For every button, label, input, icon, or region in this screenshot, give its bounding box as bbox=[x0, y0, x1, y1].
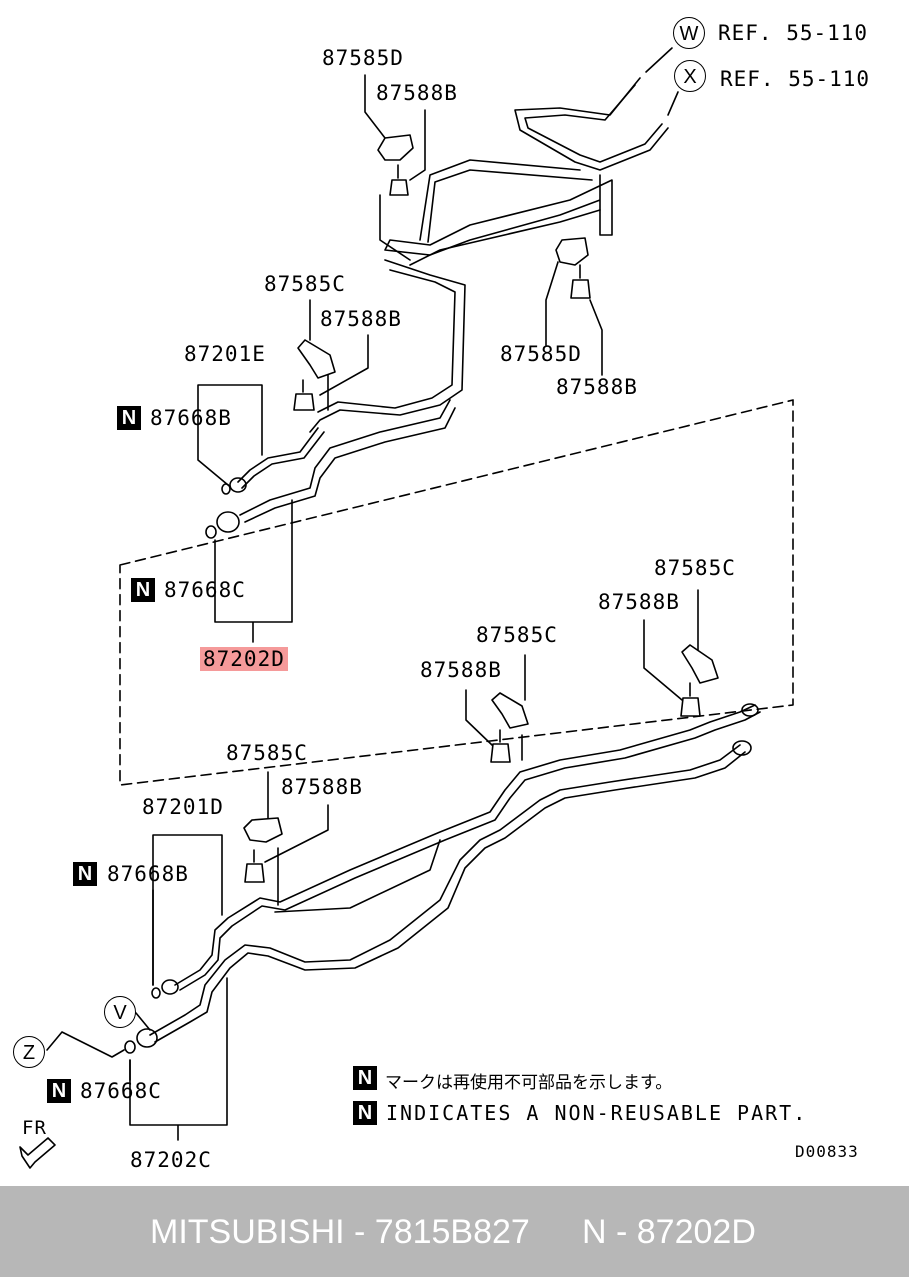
leader-x bbox=[667, 91, 679, 116]
bolt-87588b-a bbox=[293, 379, 315, 411]
fitting-87201e bbox=[229, 477, 247, 493]
upper-pipe-7 bbox=[317, 269, 456, 413]
bracket-87201d bbox=[152, 834, 223, 986]
leader-top-b2 bbox=[379, 194, 411, 261]
oring-87668c-upper bbox=[205, 525, 217, 539]
label-87588b-d: 87588B bbox=[281, 775, 363, 799]
bolt-87588b-top bbox=[389, 164, 409, 196]
callout-z: Z bbox=[13, 1036, 45, 1068]
leader-b-b bbox=[643, 619, 683, 701]
n-mark-87668b-a: N bbox=[117, 406, 141, 430]
upper-pipe-3 bbox=[384, 174, 613, 256]
pipe-87201e bbox=[237, 427, 319, 483]
label-87588b-right: 87588B bbox=[556, 375, 638, 399]
n-mark-note-jp: N bbox=[353, 1066, 377, 1090]
label-87588b-a: 87588B bbox=[320, 307, 402, 331]
diagram-code: D00833 bbox=[795, 1142, 859, 1161]
lower-pipe-4 bbox=[154, 751, 746, 1043]
pipe-87202d bbox=[239, 399, 451, 516]
label-87201e: 87201E bbox=[184, 342, 266, 366]
label-87585d-right: 87585D bbox=[500, 342, 582, 366]
clamp-87585d-top bbox=[377, 134, 414, 161]
clamp-87585c-b bbox=[681, 644, 719, 684]
label-87202d-highlighted: 87202D bbox=[200, 647, 288, 671]
front-arrow bbox=[19, 1137, 56, 1169]
footer-diagram-part: N - 87202D bbox=[582, 1213, 756, 1251]
label-87668c-b: 87668C bbox=[80, 1079, 162, 1103]
bracket-87202d bbox=[214, 499, 293, 643]
footer-bar: MITSUBISHI - 7815B827 N - 87202D bbox=[0, 1186, 909, 1277]
leader-right-d bbox=[545, 261, 559, 346]
leader-v bbox=[135, 1012, 151, 1031]
label-87202c: 87202C bbox=[130, 1148, 212, 1172]
callout-v: V bbox=[104, 996, 136, 1028]
ref-w-label: REF. 55-110 bbox=[718, 21, 869, 45]
label-87588b-c: 87588B bbox=[420, 658, 502, 682]
label-87201d: 87201D bbox=[142, 795, 224, 819]
fitting-87202c bbox=[136, 1028, 158, 1048]
label-87585c-a: 87585C bbox=[264, 272, 346, 296]
bolt-87588b-d bbox=[244, 849, 265, 883]
clamp-87585c-c bbox=[491, 692, 529, 729]
clamp-87585c-a bbox=[297, 339, 336, 379]
clamp-87585c-d bbox=[243, 817, 283, 843]
label-87668b-b: 87668B bbox=[107, 862, 189, 886]
bolt-87588b-b bbox=[680, 682, 701, 717]
oring-87668c-lower bbox=[124, 1040, 136, 1054]
upper-pipe-4 bbox=[419, 159, 581, 241]
bracket-87202c bbox=[129, 977, 228, 1141]
n-mark-87668c-a: N bbox=[131, 578, 155, 602]
parts-diagram: W REF. 55-110 X REF. 55-110 87585D 87588… bbox=[13, 17, 871, 1172]
upper-pipe-2 bbox=[524, 84, 663, 163]
fitting-right-1 bbox=[741, 703, 759, 717]
leader-a-b bbox=[319, 334, 369, 396]
leader-d-b bbox=[264, 804, 329, 863]
n-mark-87668c-b: N bbox=[47, 1079, 71, 1103]
label-87585c-d: 87585C bbox=[226, 741, 308, 765]
clamp-87585d-right bbox=[555, 237, 589, 266]
leader-c-b bbox=[465, 689, 493, 746]
upper-pipe-6 bbox=[309, 259, 466, 433]
pipe-87202d-b bbox=[244, 407, 456, 523]
pipe-87201e-b bbox=[241, 431, 325, 489]
label-87588b-top: 87588B bbox=[376, 81, 458, 105]
fitting-87202d bbox=[216, 511, 240, 533]
leader-top-b bbox=[409, 109, 426, 181]
lower-pipe-1 bbox=[174, 704, 756, 986]
label-87585d-top: 87585D bbox=[322, 46, 404, 70]
bolt-87588b-c bbox=[490, 729, 511, 763]
oring-87668b-lower bbox=[151, 987, 161, 999]
fitting-right-2 bbox=[732, 740, 752, 756]
label-87585c-c: 87585C bbox=[476, 623, 558, 647]
upper-pipe-8 bbox=[409, 209, 601, 266]
leader-w bbox=[645, 47, 673, 73]
front-label: FR bbox=[22, 1117, 47, 1139]
ref-x-label: REF. 55-110 bbox=[720, 67, 871, 91]
fitting-87201d bbox=[161, 979, 179, 995]
n-mark-87668b-b: N bbox=[73, 862, 97, 886]
label-87668b-a: 87668B bbox=[150, 406, 232, 430]
bolt-87588b-right bbox=[570, 264, 591, 299]
footer-brand-part-number: MITSUBISHI - 7815B827 bbox=[150, 1213, 530, 1251]
label-87588b-b: 87588B bbox=[598, 590, 680, 614]
oring-87668b-upper bbox=[221, 483, 231, 495]
label-87585c-b: 87585C bbox=[654, 556, 736, 580]
n-mark-note-en: N bbox=[353, 1101, 377, 1125]
lower-pipe-2 bbox=[179, 711, 761, 991]
label-87668c-a: 87668C bbox=[164, 578, 246, 602]
lower-pipe-3 bbox=[149, 744, 741, 1036]
callout-x: X bbox=[674, 60, 706, 92]
pipe-diagram-drawing bbox=[19, 47, 794, 1169]
bracket-87201e bbox=[197, 384, 263, 486]
leader-right-b bbox=[589, 299, 603, 376]
lower-pipe-5 bbox=[274, 839, 441, 913]
note-english: INDICATES A NON-REUSABLE PART. bbox=[386, 1101, 808, 1125]
upper-pipe-5 bbox=[427, 169, 593, 243]
dashed-boundary bbox=[119, 399, 794, 786]
leader-top-d bbox=[364, 74, 386, 139]
leader-z bbox=[46, 1031, 125, 1058]
callout-w: W bbox=[673, 17, 705, 49]
note-japanese: マークは再使用不可部品を示します。 bbox=[385, 1073, 673, 1093]
upper-pipe-1 bbox=[514, 77, 669, 171]
